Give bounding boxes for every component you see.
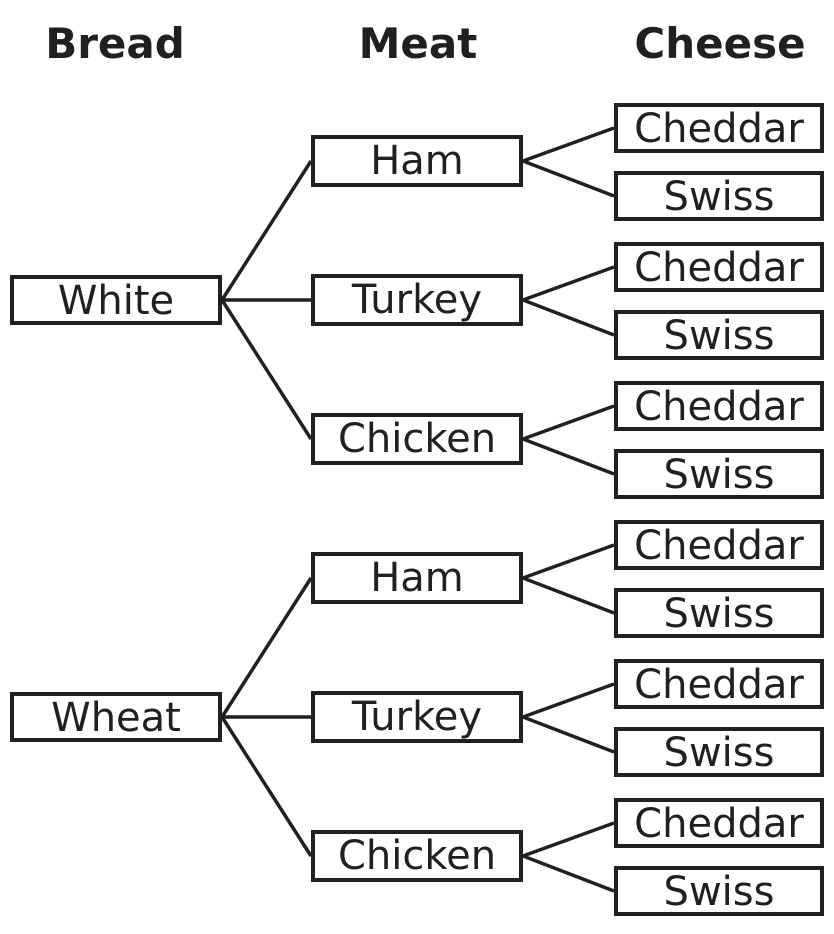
- cheese-node-swiss-label: Swiss: [663, 174, 775, 220]
- meat-cheese-connector: [522, 682, 615, 719]
- meat-node-turkey-label: Turkey: [351, 277, 483, 323]
- cheese-node-swiss-label: Swiss: [663, 869, 775, 915]
- bread-meat-connector: [220, 716, 313, 857]
- cheese-node-cheddar: Cheddar: [614, 659, 824, 709]
- meat-node-chicken: Chicken: [311, 830, 523, 882]
- meat-node-ham: Ham: [311, 135, 523, 187]
- cheese-node-swiss: Swiss: [614, 310, 824, 360]
- meat-node-turkey: Turkey: [311, 274, 523, 326]
- meat-column-header: Meat: [358, 19, 478, 68]
- cheese-node-cheddar-label: Cheddar: [634, 245, 804, 291]
- meat-cheese-connector: [522, 126, 615, 163]
- bread-node-white-label: White: [57, 278, 175, 324]
- cheese-node-cheddar-label: Cheddar: [634, 662, 804, 708]
- bread-meat-connector: [220, 160, 313, 301]
- cheese-node-cheddar: Cheddar: [614, 798, 824, 848]
- cheese-node-swiss-label: Swiss: [663, 313, 775, 359]
- cheese-node-cheddar-label: Cheddar: [634, 106, 804, 152]
- meat-cheese-connector: [522, 159, 615, 198]
- cheese-node-cheddar: Cheddar: [614, 381, 824, 431]
- bread-node-wheat-label: Wheat: [51, 695, 181, 741]
- meat-node-turkey-label: Turkey: [351, 694, 483, 740]
- meat-node-turkey: Turkey: [311, 691, 523, 743]
- meat-cheese-connector: [522, 404, 615, 441]
- meat-node-chicken-label: Chicken: [337, 833, 497, 879]
- meat-node-chicken-label: Chicken: [337, 416, 497, 462]
- meat-node-chicken: Chicken: [311, 413, 523, 465]
- cheese-column-header: Cheese: [634, 19, 806, 68]
- cheese-node-swiss: Swiss: [614, 171, 824, 221]
- meat-cheese-connector: [522, 854, 615, 893]
- meat-node-ham-label: Ham: [370, 138, 464, 184]
- cheese-node-cheddar: Cheddar: [614, 520, 824, 570]
- meat-cheese-connector: [522, 298, 615, 337]
- meat-cheese-connector: [522, 576, 615, 615]
- cheese-node-swiss: Swiss: [614, 727, 824, 777]
- meat-cheese-connector: [522, 715, 615, 754]
- cheese-node-swiss: Swiss: [614, 866, 824, 916]
- cheese-node-swiss-label: Swiss: [663, 452, 775, 498]
- bread-node-wheat: Wheat: [10, 692, 222, 742]
- meat-cheese-connector: [522, 543, 615, 580]
- cheese-node-cheddar: Cheddar: [614, 242, 824, 292]
- meat-cheese-connector: [522, 821, 615, 858]
- meat-cheese-connector: [522, 265, 615, 302]
- cheese-node-cheddar-label: Cheddar: [634, 523, 804, 569]
- cheese-node-cheddar-label: Cheddar: [634, 801, 804, 847]
- bread-meat-connector: [220, 299, 313, 440]
- cheese-node-cheddar: Cheddar: [614, 103, 824, 153]
- bread-node-white: White: [10, 275, 222, 325]
- meat-node-ham-label: Ham: [370, 555, 464, 601]
- meat-node-ham: Ham: [311, 552, 523, 604]
- cheese-node-swiss: Swiss: [614, 588, 824, 638]
- cheese-node-swiss-label: Swiss: [663, 591, 775, 637]
- bread-meat-connector: [220, 577, 313, 718]
- meat-cheese-connector: [522, 437, 615, 476]
- cheese-node-cheddar-label: Cheddar: [634, 384, 804, 430]
- bread-column-header: Bread: [45, 19, 185, 68]
- cheese-node-swiss: Swiss: [614, 449, 824, 499]
- cheese-node-swiss-label: Swiss: [663, 730, 775, 776]
